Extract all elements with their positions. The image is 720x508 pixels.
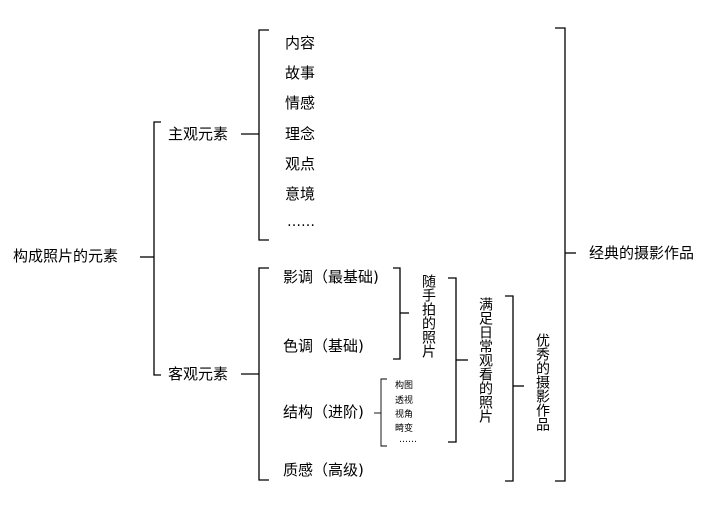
daily-brace <box>448 277 457 443</box>
structure-sub-item: …… <box>399 435 417 445</box>
objective-brace <box>258 267 269 481</box>
casual-level-label: 随手拍的照片 <box>420 274 436 358</box>
excellent-level-label: 优秀的摄影作品 <box>534 333 550 431</box>
objective-item: 影调（最基础) <box>283 268 379 286</box>
structure-sub-brace <box>380 378 387 447</box>
subjective-label: 主观元素 <box>168 125 229 143</box>
daily-level-label: 满足日常观看的照片 <box>477 297 493 423</box>
objective-item: 色调（基础) <box>283 337 364 355</box>
result-label: 经典的摄影作品 <box>589 244 695 262</box>
excellent-brace <box>505 295 514 482</box>
structure-sub-item: 畸变 <box>395 424 414 434</box>
subjective-brace <box>258 29 269 241</box>
subjective-item: 情感 <box>285 94 316 112</box>
objective-label: 客观元素 <box>168 365 229 383</box>
root-label: 构成照片的元素 <box>13 247 119 265</box>
structure-sub-item: 透视 <box>395 396 414 406</box>
casual-brace <box>393 267 401 360</box>
structure-sub-item: 构图 <box>395 381 414 391</box>
subjective-item: 故事 <box>285 64 316 82</box>
structure-sub-item: 视角 <box>395 410 414 420</box>
subjective-item: 观点 <box>285 155 316 173</box>
objective-item: 结构（进阶) <box>283 403 364 421</box>
subjective-item: 理念 <box>285 125 316 143</box>
final-brace <box>555 27 566 482</box>
objective-item: 质感（高级) <box>283 461 364 479</box>
subjective-item: 意境 <box>285 185 316 203</box>
main-brace <box>153 121 161 376</box>
subjective-item: …… <box>287 214 315 230</box>
subjective-item: 内容 <box>285 34 316 52</box>
